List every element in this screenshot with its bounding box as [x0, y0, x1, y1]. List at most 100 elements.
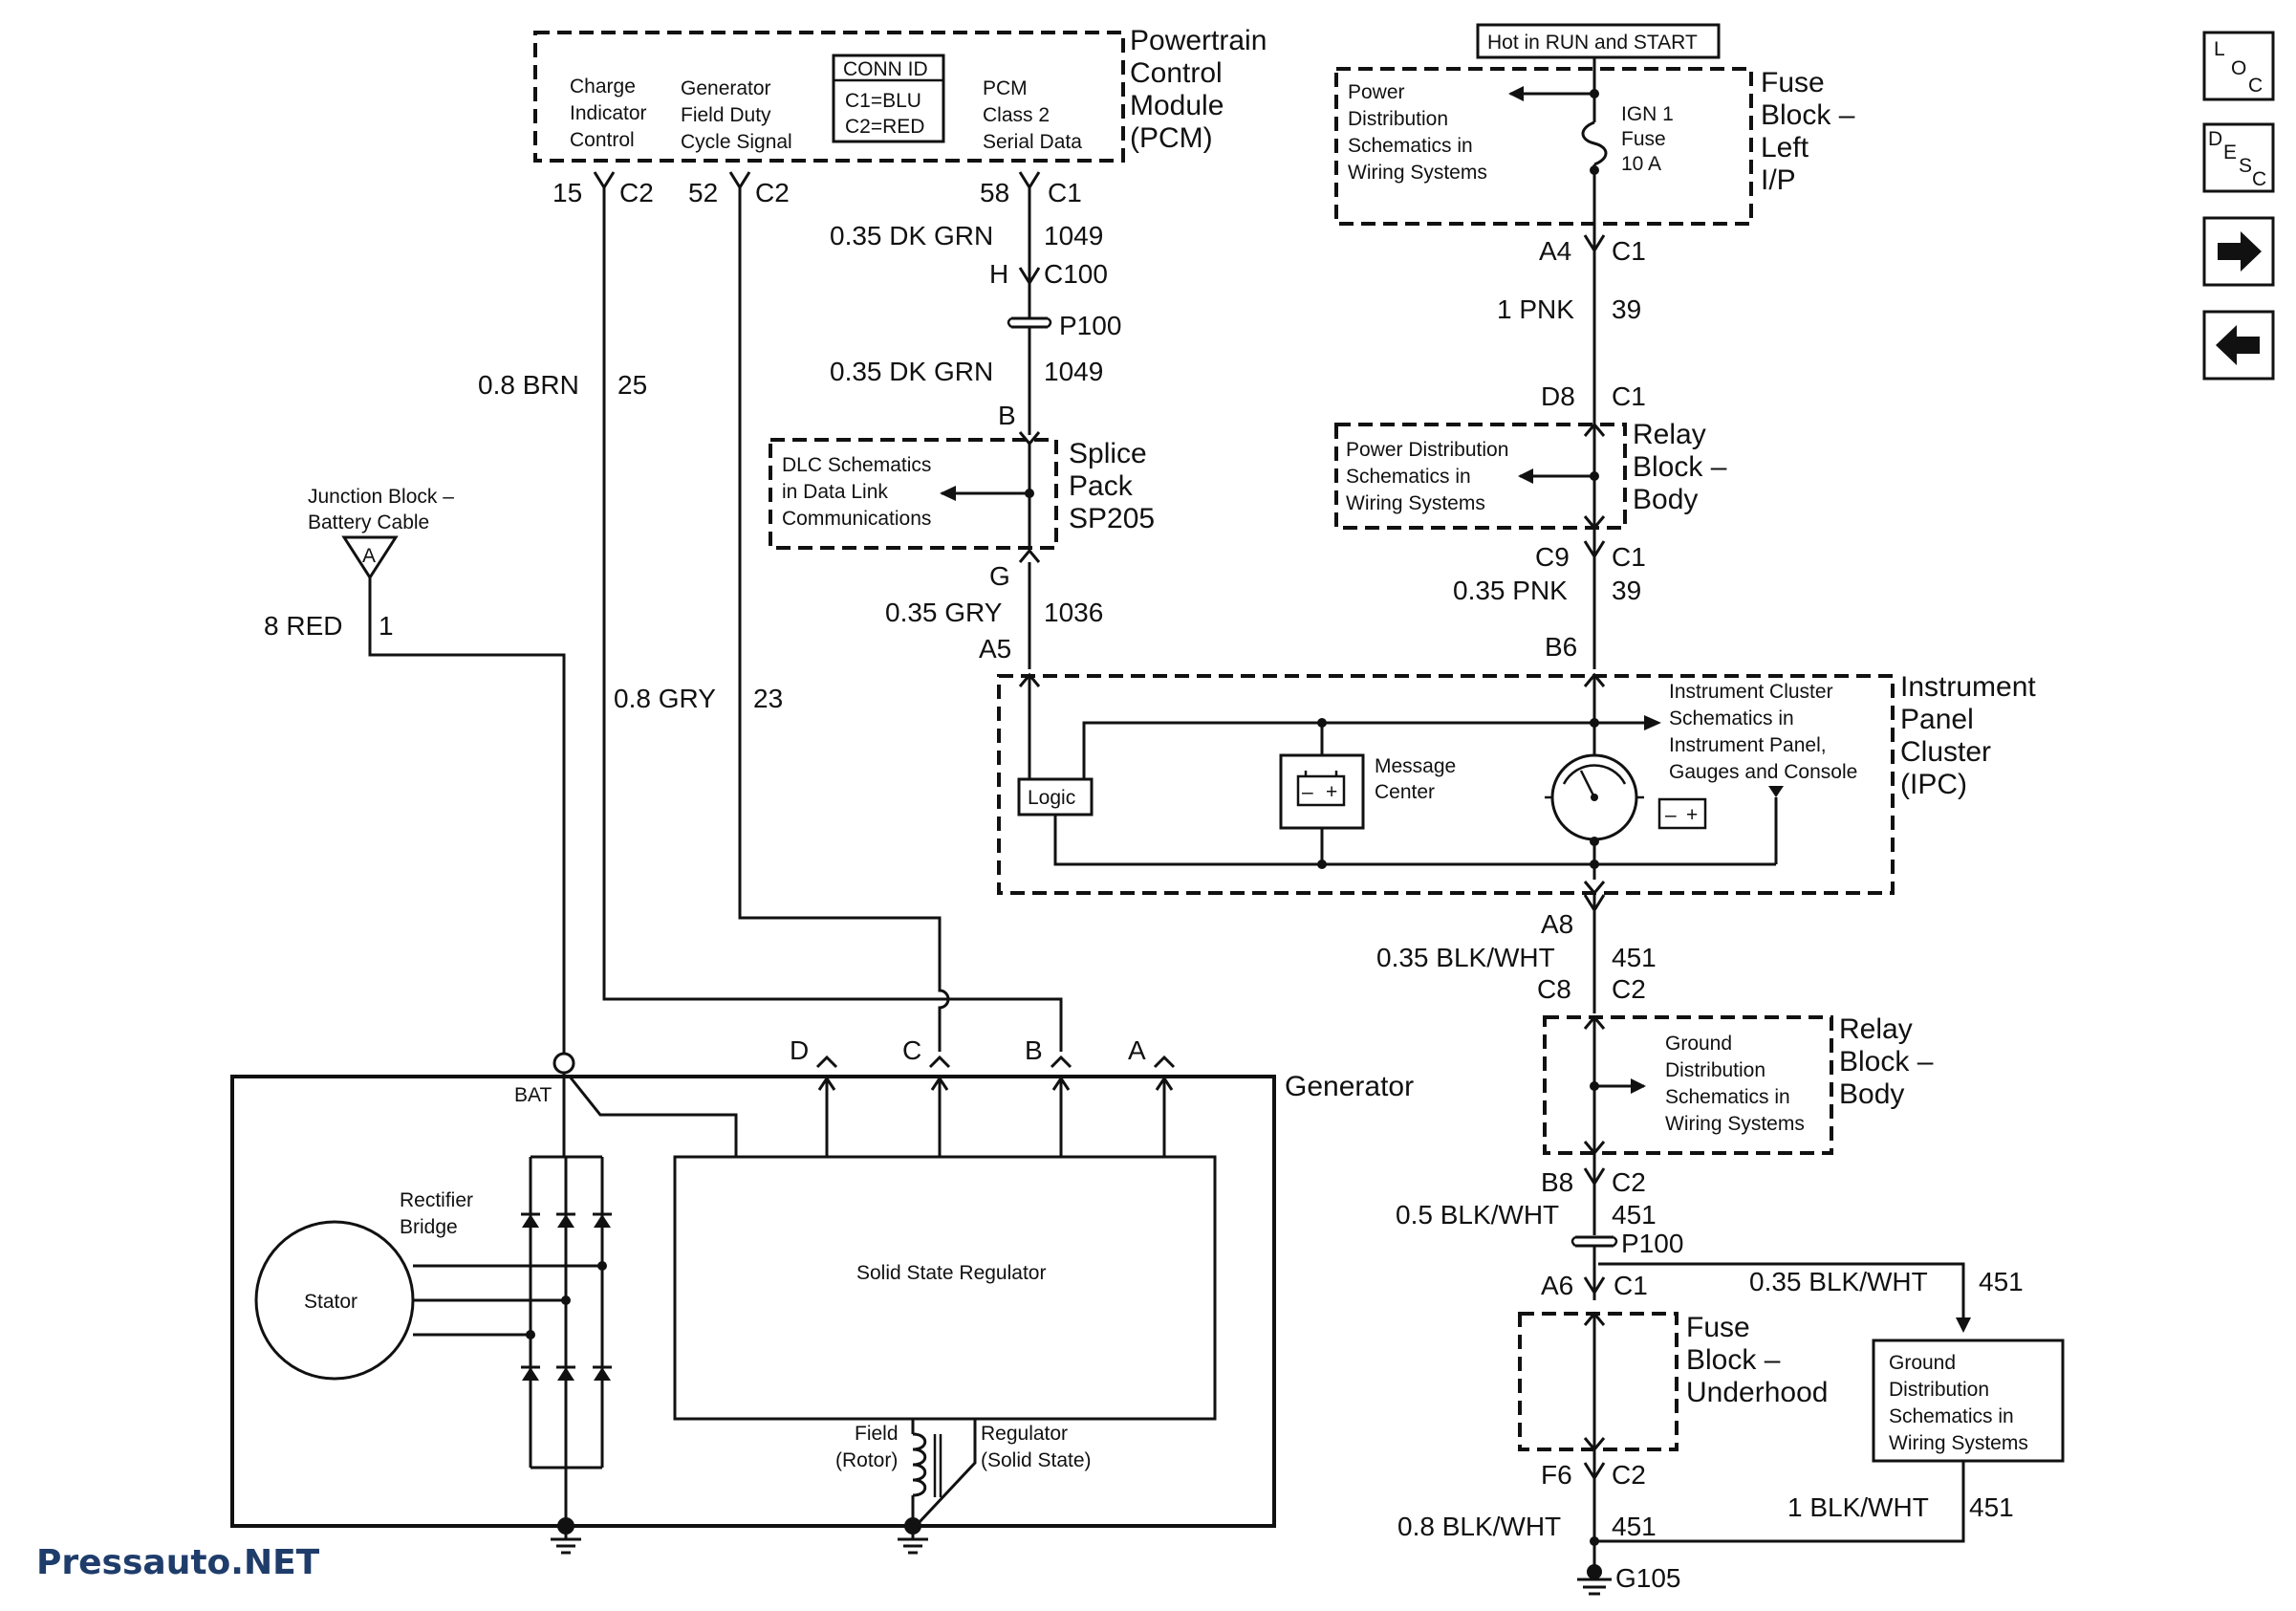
desc-letter-d: D	[2208, 128, 2222, 150]
rectifier-diodes-bottom	[521, 1365, 612, 1381]
pcm-title-3: Module	[1130, 90, 1224, 121]
wire-gry	[738, 187, 950, 1052]
next-button[interactable]	[2202, 216, 2275, 287]
relay2-ground-ref-4: Wiring Systems	[1665, 1113, 1805, 1135]
pcm-charge-3: Control	[570, 129, 635, 151]
wire-pnk-1-circuit: 39	[1612, 294, 1641, 324]
conn-id-c2: C2=RED	[845, 116, 924, 138]
pin-f6: F6	[1541, 1460, 1572, 1490]
relay2-title-3: Body	[1839, 1078, 1904, 1110]
pcm-title-4: (PCM)	[1130, 122, 1213, 154]
splice-pack-sp205: DLC Schematics in Data Link Communicatio…	[769, 431, 1155, 563]
wire-bw-4-circuit: 451	[1612, 1512, 1657, 1541]
desc-button[interactable]: D E S C	[2202, 122, 2275, 193]
relay1-title-3: Body	[1633, 484, 1698, 515]
ipc-ref-4: Gauges and Console	[1669, 761, 1857, 783]
pcm-serial-3: Serial Data	[983, 131, 1082, 153]
wire-dkgrn-2-circuit: 1049	[1044, 357, 1103, 386]
ground-ref-3: Schematics in	[1889, 1405, 2014, 1427]
p100-label-lower: P100	[1621, 1229, 1683, 1258]
pcm-title-1: Powertrain	[1130, 25, 1267, 56]
pin-c9: C9	[1535, 542, 1570, 572]
junction-label-1: Junction Block –	[308, 486, 454, 508]
wire-gry-035-circuit: 1036	[1044, 598, 1103, 627]
ground-ref-2: Distribution	[1889, 1379, 1989, 1401]
gen-terminal-b: B	[1025, 1035, 1043, 1065]
pin-b6: B6	[1545, 632, 1577, 662]
pin-15: 15	[552, 178, 582, 207]
relay1-title-1: Relay	[1633, 419, 1706, 450]
pin-b-splice: B	[998, 401, 1016, 430]
pin-f6-conn: C2	[1612, 1460, 1646, 1490]
dlc-ref-1: DLC Schematics	[782, 454, 931, 476]
wire-gry-035: 0.35 GRY	[885, 598, 1003, 627]
gen-rectifier-1: Rectifier	[400, 1189, 473, 1211]
svg-text:–: –	[1302, 781, 1313, 803]
fuse-uh-title-1: Fuse	[1686, 1312, 1750, 1343]
ground-g105-icon	[1577, 1564, 1612, 1596]
wire-red-circuit: 1	[379, 611, 394, 641]
relay2-ground-ref-2: Distribution	[1665, 1059, 1765, 1081]
hot-in-run-start: Hot in RUN and START	[1487, 32, 1698, 54]
desc-letter-c: C	[2252, 168, 2266, 190]
gen-rectifier-2: Bridge	[400, 1216, 458, 1238]
relay2-ground-ref-3: Schematics in	[1665, 1086, 1790, 1108]
relay-block-body-lower: Ground Distribution Schematics in Wiring…	[1543, 1013, 1934, 1156]
wire-bw-5: 1 BLK/WHT	[1787, 1492, 1929, 1522]
loc-button[interactable]: L O C	[2202, 31, 2275, 101]
conn-c100: C100	[1044, 259, 1108, 289]
pin-a6: A6	[1541, 1271, 1573, 1300]
fuse-label: Fuse	[1621, 128, 1666, 150]
pin-a8: A8	[1541, 909, 1573, 939]
msg-center-1: Message	[1375, 755, 1456, 777]
fuse-uh-title-2: Block –	[1686, 1344, 1781, 1376]
gen-bat: BAT	[514, 1084, 552, 1106]
wire-pnk-035: 0.35 PNK	[1453, 576, 1568, 605]
p100-connector-lower	[1570, 1235, 1618, 1248]
prev-button[interactable]	[2202, 310, 2275, 381]
pin-52-conn: C2	[755, 178, 790, 207]
wire-bw-1-circuit: 451	[1612, 943, 1657, 972]
junction-block: Junction Block – Battery Cable A	[308, 486, 454, 580]
wire-brn	[602, 187, 1063, 1052]
loc-letter-l: L	[2214, 38, 2225, 60]
junction-letter: A	[362, 545, 376, 567]
dlc-ref-2: in Data Link	[782, 481, 888, 503]
ipc-ref-1: Instrument Cluster	[1669, 681, 1833, 703]
pin-g: G	[989, 561, 1010, 591]
pin-a6-conn: C1	[1614, 1271, 1648, 1300]
ipc-title-2: Panel	[1900, 704, 1974, 735]
relay-block-body-upper: Power Distribution Schematics in Wiring …	[1334, 419, 1727, 531]
conn-id-title: CONN ID	[843, 58, 928, 80]
pin-a4-conn: C1	[1612, 236, 1646, 266]
ipc-ref-3: Instrument Panel,	[1669, 734, 1827, 756]
pin-58: 58	[980, 178, 1009, 207]
relay2-title-2: Block –	[1839, 1046, 1934, 1078]
arrow-right-icon	[2218, 231, 2262, 272]
p100-label-upper: P100	[1059, 311, 1121, 340]
arrow-left-icon	[2216, 325, 2260, 365]
generator: Generator D C B A BAT Solid State Regula…	[230, 1035, 1414, 1535]
gen-reg-ss-2: (Solid State)	[981, 1449, 1092, 1471]
instrument-panel-cluster: Instrument Panel Cluster (IPC) Logic – +…	[997, 671, 2036, 896]
wire-bw-3-circuit: 451	[1979, 1267, 2024, 1296]
fuse-block-left-ip: Hot in RUN and START Power Distribution …	[1334, 23, 1855, 226]
pin-c8: C8	[1537, 974, 1571, 1004]
pcm-module: Powertrain Control Module (PCM) Charge I…	[533, 25, 1267, 207]
pin-d8-conn: C1	[1612, 381, 1646, 411]
svg-text:+: +	[1686, 804, 1698, 826]
pin-c8-conn: C2	[1612, 974, 1646, 1004]
loc-letter-o: O	[2231, 57, 2246, 79]
wire-brn-circuit: 25	[617, 370, 647, 400]
wire-dkgrn-1: 0.35 DK GRN	[830, 221, 993, 250]
relay1-power-ref-3: Wiring Systems	[1346, 492, 1485, 514]
gen-field-1: Field	[855, 1423, 899, 1445]
gen-terminal-d: D	[790, 1035, 809, 1065]
fuse-block-underhood: Fuse Block – Underhood	[1518, 1311, 1828, 1452]
fuse-power-ref-1: Power	[1348, 81, 1405, 103]
pin-a4: A4	[1539, 236, 1571, 266]
msg-center-2: Center	[1375, 781, 1435, 803]
relay1-power-ref-2: Schematics in	[1346, 466, 1471, 488]
gen-stator: Stator	[304, 1291, 357, 1313]
